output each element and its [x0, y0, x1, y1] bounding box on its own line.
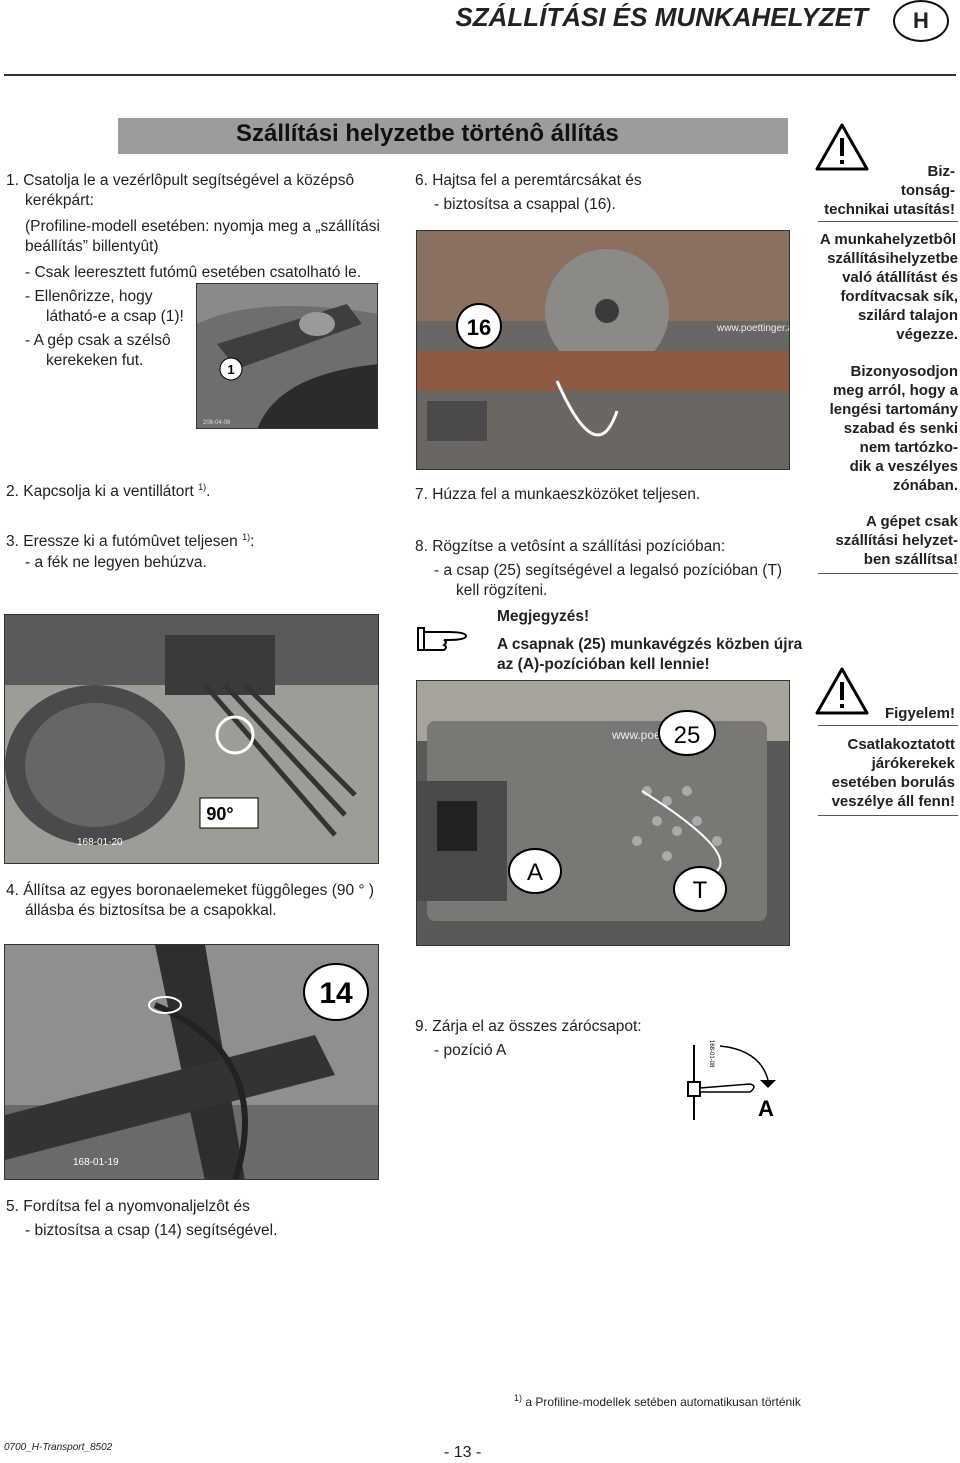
warning1-p2-l1: Bizonyosodjon: [850, 363, 959, 380]
warning1-p2-l2: meg arról, hogy a: [832, 382, 958, 399]
language-badge: H: [893, 0, 949, 42]
step8-line1: 8. Rögzítse a vetôsínt a szállítási pozí…: [415, 538, 726, 555]
step3-text: 3. Eressze ki a futómûvet teljesen 1):: [6, 532, 255, 551]
warning1-p2-l4: szabad és senki: [843, 420, 958, 437]
step6-line1: 6. Hajtsa fel a peremtárcsákat és: [415, 172, 642, 189]
warning2-l2: járókerekek: [871, 755, 955, 772]
step5-line1: 5. Fordítsa fel a nyomvonaljelzôt és: [6, 1198, 250, 1215]
photo3-label: 14: [319, 977, 353, 1010]
warning1-l2: tonság-: [900, 182, 955, 199]
step3-sub: - a fék ne legyen behúzva.: [25, 554, 207, 571]
photo3-code: 168-01-19: [73, 1157, 119, 1168]
step8-line2: - a csap (25) segítségével a legalsó poz…: [434, 562, 783, 579]
warning1-p1-l2: szállításihelyzetbe: [827, 250, 958, 267]
step1-line3: (Profiline-modell esetében: nyomja meg a…: [25, 218, 380, 235]
photo5-label-A: A: [527, 859, 543, 886]
warning-icon: [814, 122, 870, 172]
step1-line7: látható-e a csap (1)!: [46, 308, 184, 325]
warning1-p3-l3: ben szállítsa!: [863, 551, 958, 568]
photo5-label-25: 25: [674, 722, 701, 749]
photo4-label: 16: [467, 315, 491, 340]
photo4-web: www.poettinger.at: [716, 323, 790, 334]
step1-line9: kerekeken fut.: [46, 352, 144, 369]
warning2-divider: [818, 725, 958, 726]
warning1-bottom-divider: [818, 573, 958, 574]
warning2-bottom-divider: [818, 815, 958, 816]
photo-track-marker: 14 168-01-19: [4, 944, 379, 1180]
valve-diagram: A 168-01-08: [680, 1030, 790, 1130]
photo2-code: 168-01-20: [77, 837, 123, 848]
photo-disc-fold: 16 www.poettinger.at: [416, 230, 790, 470]
section-band: [118, 118, 788, 154]
photo2-angle: 90°: [206, 804, 233, 824]
section-title: Szállítási helyzetbe történô állítás: [236, 120, 619, 147]
step7-text: 7. Húzza fel a munkaeszközöket teljesen.: [415, 486, 701, 503]
note-line1: A csapnak (25) munkavégzés közben újra: [497, 636, 803, 653]
warning2-l4: veszélye áll fenn!: [831, 793, 955, 810]
step9-line2: - pozíció A: [434, 1042, 507, 1059]
note-title: Megjegyzés!: [497, 608, 590, 625]
step1-line2: kerékpárt:: [25, 192, 94, 209]
step4-line1: 4. Állítsa az egyes boronaelemeket függô…: [6, 882, 375, 899]
photo-harrow-roller: 90° 168-01-20: [4, 614, 379, 864]
warning1-l1: Biz-: [927, 163, 956, 180]
step2-text: 2. Kapcsolja ki a ventillátort 1).: [6, 482, 211, 501]
valve-label: A: [758, 1096, 774, 1121]
warning1-p2-l5: nem tartózko-: [859, 439, 958, 456]
step4-line2: állásba és biztosítsa be a csapokkal.: [25, 902, 277, 919]
warning1-p2-l3: lengési tartomány: [829, 401, 958, 418]
step5-line2: - biztosítsa a csap (14) segítségével.: [25, 1222, 278, 1239]
warning1-p1-l6: végezze.: [896, 326, 958, 343]
warning1-l3: technikai utasítás!: [824, 201, 955, 218]
header-divider: [4, 74, 956, 76]
photo-pin-check: 1 208-04-06: [196, 283, 378, 429]
photo1-label: 1: [227, 362, 234, 377]
warning1-p1-l3: való átállítást és: [842, 269, 958, 286]
pointing-hand-icon: [414, 622, 470, 656]
step1-line6: - Ellenôrizze, hogy: [25, 288, 153, 305]
step8-line3: kell rögzíteni.: [456, 582, 548, 599]
footnote: 1) a Profiline-modellek setében automati…: [514, 1393, 801, 1409]
warning1-p3-l2: szállítási helyzet-: [835, 532, 958, 549]
page-header-title: SZÁLLÍTÁSI ÉS MUNKAHELYZET: [455, 2, 868, 32]
valve-code: 168-01-08: [708, 1040, 714, 1068]
warning1-p3-l1: A gépet csak: [866, 513, 958, 530]
step1-line5: - Csak leeresztett futómû esetében csato…: [25, 264, 362, 281]
step6-line2: - biztosítsa a csappal (16).: [434, 196, 616, 213]
warning2-l1: Csatlakoztatott: [847, 736, 955, 753]
step9-line1: 9. Zárja el az összes zárócsapot:: [415, 1018, 642, 1035]
step1-line1: 1. Csatolja le a vezérlôpult segítségéve…: [6, 172, 355, 189]
note-line2: az (A)-pozícióban kell lennie!: [497, 656, 710, 673]
warning-icon: [814, 666, 870, 716]
doc-code: 0700_H-Transport_8502: [4, 1442, 113, 1453]
warning1-p1-l5: szilárd talajon: [857, 307, 958, 324]
photo-coulter-rail: www.poetti 25 A T: [416, 680, 790, 946]
warning1-p2-l6: dik a veszélyes: [849, 458, 958, 475]
step1-line4: beállítás” billentyût): [25, 238, 159, 255]
warning1-p1-l1: A munkahelyzetbôl: [819, 231, 957, 248]
photo1-code: 208-04-06: [203, 420, 231, 426]
photo5-label-T: T: [693, 877, 708, 904]
photo5-web: www.poetti: [611, 728, 670, 742]
page-number: - 13 -: [444, 1444, 482, 1461]
warning2-title: Figyelem!: [884, 705, 955, 722]
step1-line8: - A gép csak a szélsô: [25, 332, 171, 349]
warning1-p1-l4: fordítvacsak sík,: [840, 288, 958, 305]
warning1-p2-l7: zónában.: [892, 477, 958, 494]
warning1-divider: [818, 221, 958, 222]
warning2-l3: esetében borulás: [831, 774, 955, 791]
